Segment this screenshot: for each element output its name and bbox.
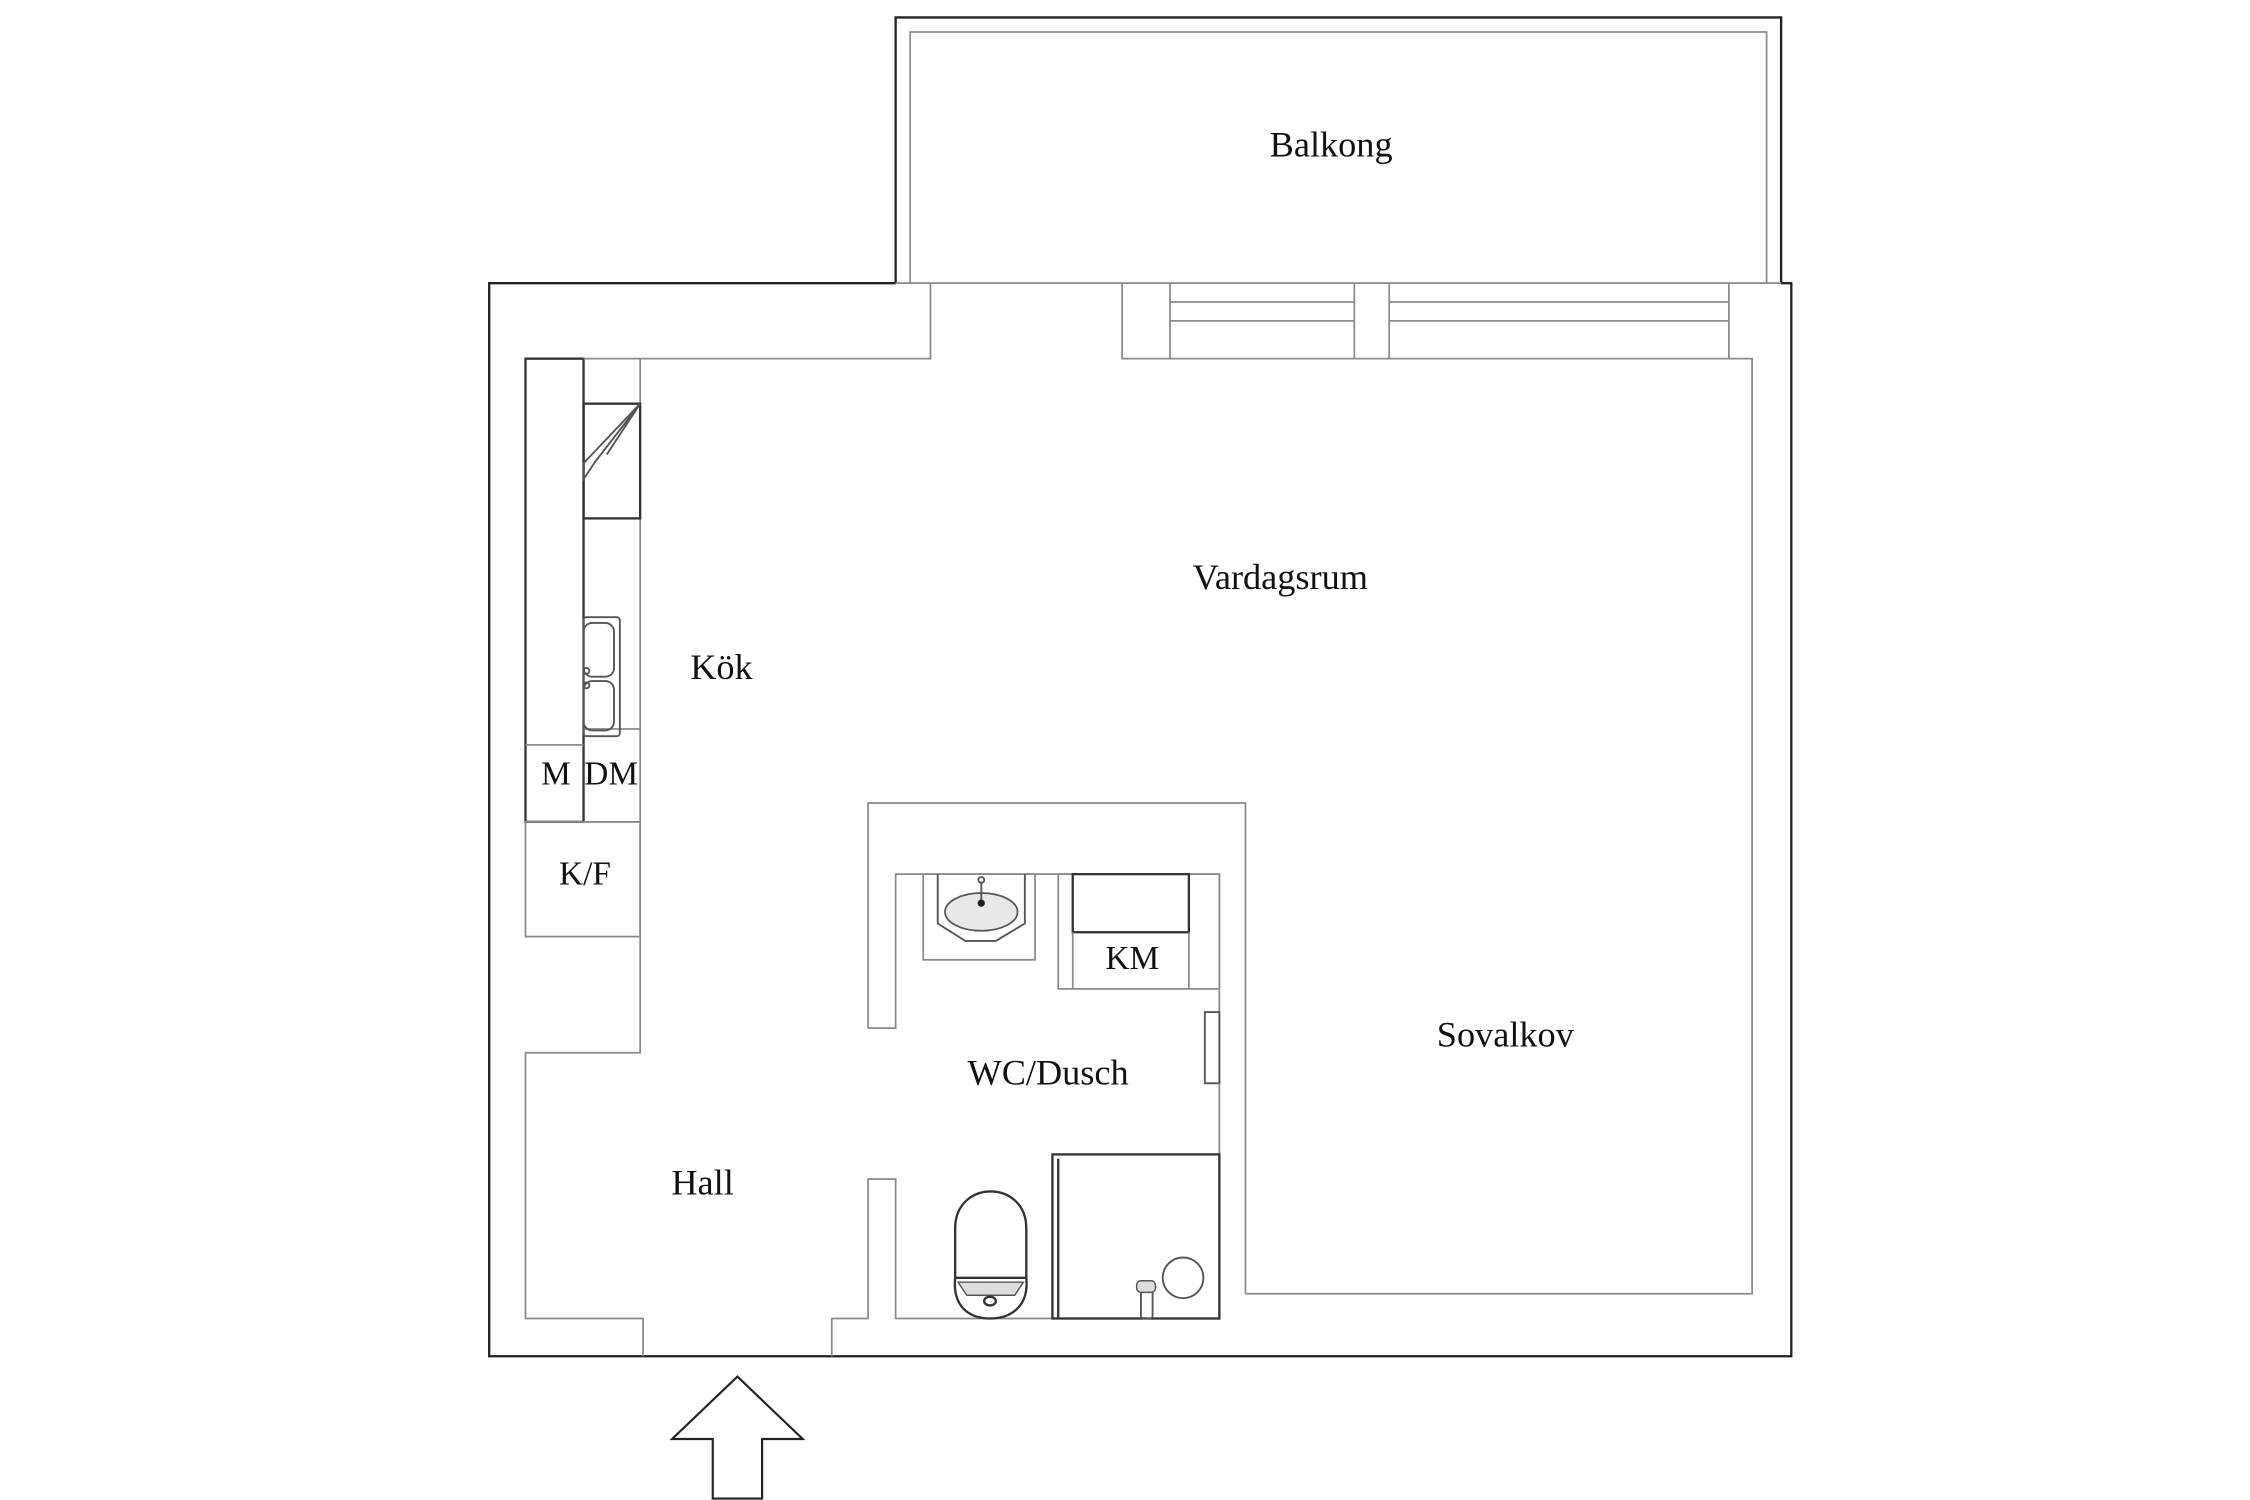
fridge-freezer-cell [524,821,642,938]
bathroom-sink-icon [922,873,1036,961]
room-label-bathroom: WC/Dusch [967,1052,1128,1092]
kitchen-sink-icon [582,616,621,738]
washing-machine-cell [1057,872,1221,990]
room-label-kitchen: Kök [690,647,753,687]
entrance-arrow-icon [669,1375,806,1500]
exterior-walls [488,281,1793,1358]
window-left [1169,283,1356,359]
window-right [1388,283,1730,359]
door-handle [1203,1011,1221,1085]
room-label-balcony: Balkong [1270,124,1393,164]
toilet-icon [953,1190,1028,1320]
room-label-sleeping-alcove: Sovalkov [1437,1015,1575,1055]
appliance-label-dishwasher: DM [584,756,638,793]
room-label-living-room: Vardagsrum [1193,557,1368,597]
stove-icon [582,402,642,520]
appliance-label-washing-machine: KM [1105,940,1159,977]
shower-icon [1051,1153,1221,1320]
appliance-label-fridge-freezer: K/F [559,856,611,893]
appliance-label-microwave: M [541,756,571,793]
balcony [894,16,1783,284]
room-label-hall: Hall [671,1163,733,1203]
